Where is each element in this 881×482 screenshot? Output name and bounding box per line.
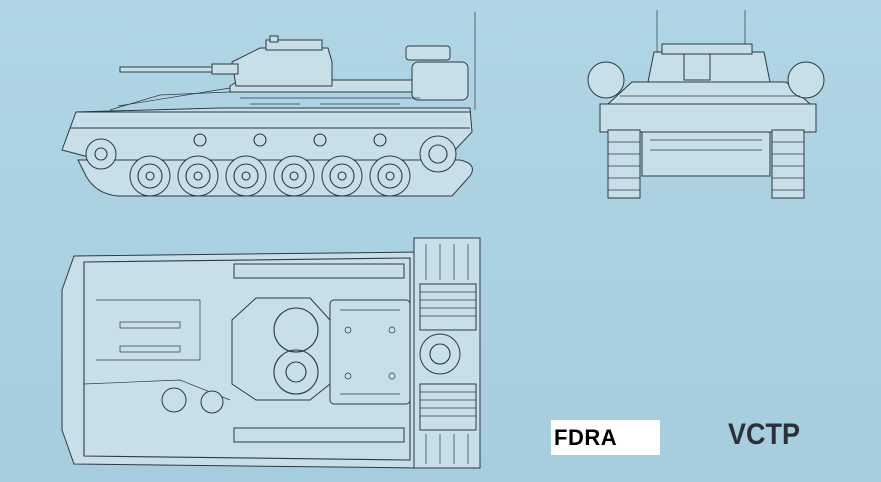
side-road-wheels bbox=[129, 155, 411, 197]
front-left-track bbox=[607, 129, 641, 199]
front-view bbox=[587, 10, 825, 199]
side-idler bbox=[85, 138, 117, 170]
top-view bbox=[61, 237, 481, 469]
vehicle-designation: VCTP bbox=[728, 418, 801, 451]
front-left-lamp bbox=[587, 61, 625, 99]
front-right-lamp bbox=[787, 61, 825, 99]
front-right-track bbox=[771, 129, 805, 199]
country-tag: FDRA bbox=[551, 420, 660, 455]
side-sprocket bbox=[419, 135, 457, 173]
country-tag-text: FDRA bbox=[554, 424, 618, 450]
side-turret bbox=[231, 47, 333, 87]
side-view bbox=[61, 12, 476, 197]
